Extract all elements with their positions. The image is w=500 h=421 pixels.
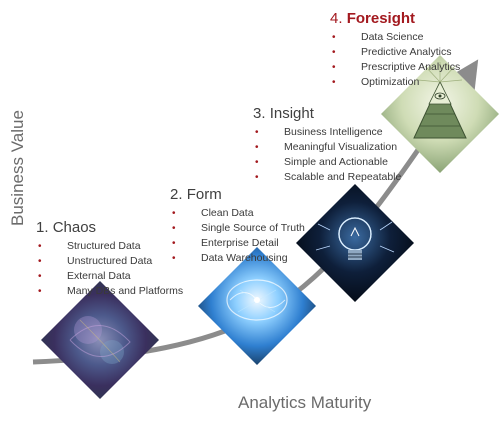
lightbulb-image [296, 184, 414, 302]
bullet-icon: • [172, 238, 176, 249]
stage-number: 1. [36, 219, 49, 236]
list-item: •Simple and Actionable [255, 156, 388, 168]
stage-items: •Structured Data •Unstructured Data •Ext… [36, 239, 183, 299]
list-item: •Many DBs and Platforms [38, 285, 184, 297]
stage-name: Chaos [52, 219, 97, 236]
stage-number: 2. [170, 186, 183, 203]
stage-title: 3. Insight [253, 105, 401, 123]
nebula-chaos-image [41, 281, 159, 399]
stage-items: •Data Science •Predictive Analytics •Pre… [330, 30, 460, 90]
neural-brain-image [198, 247, 316, 365]
bullet-icon: • [332, 77, 336, 88]
stage-name: Insight [269, 105, 314, 122]
stage-insight: 3. Insight •Business Intelligence •Meani… [253, 105, 401, 185]
list-item: •Predictive Analytics [332, 46, 452, 58]
list-item: •Single Source of Truth [172, 222, 305, 234]
list-item: •Data Science [332, 31, 424, 43]
bullet-icon: • [255, 172, 259, 183]
stage-form: 2. Form •Clean Data •Single Source of Tr… [170, 186, 305, 266]
list-item: •Structured Data [38, 240, 141, 252]
bullet-icon: • [255, 142, 259, 153]
stage-chaos: 1. Chaos •Structured Data •Unstructured … [36, 219, 183, 299]
list-item: •Meaningful Visualization [255, 141, 398, 153]
stage-items: •Clean Data •Single Source of Truth •Ent… [170, 206, 305, 266]
bullet-icon: • [38, 271, 42, 282]
list-item: •External Data [38, 270, 131, 282]
stage-title: 4. Foresight [330, 10, 460, 28]
bullet-icon: • [255, 127, 259, 138]
bullet-icon: • [38, 241, 42, 252]
list-item: •Scalable and Repeatable [255, 171, 402, 183]
list-item: •Data Warehousing [172, 252, 288, 264]
list-item: •Prescriptive Analytics [332, 61, 461, 73]
stage-foresight: 4. Foresight •Data Science •Predictive A… [330, 10, 460, 90]
bullet-icon: • [332, 47, 336, 58]
list-item: •Optimization [332, 76, 420, 88]
bullet-icon: • [172, 208, 176, 219]
list-item: •Clean Data [172, 207, 254, 219]
stage-number: 3. [253, 105, 266, 122]
list-item: •Enterprise Detail [172, 237, 279, 249]
bullet-icon: • [332, 62, 336, 73]
bullet-icon: • [172, 253, 176, 264]
stage-title: 2. Form [170, 186, 305, 204]
stage-name: Foresight [346, 10, 416, 27]
y-axis-label: Business Value [8, 110, 27, 226]
stage-number: 4. [330, 10, 343, 27]
bullet-icon: • [255, 157, 259, 168]
bullet-icon: • [332, 32, 336, 43]
list-item: •Unstructured Data [38, 255, 153, 267]
bullet-icon: • [38, 256, 42, 267]
stage-items: •Business Intelligence •Meaningful Visua… [253, 125, 401, 185]
bullet-icon: • [172, 223, 176, 234]
eye-pyramid-image [381, 55, 499, 173]
bullet-icon: • [38, 286, 42, 297]
x-axis-label: Analytics Maturity [238, 393, 372, 412]
stage-name: Form [186, 186, 222, 203]
stage-title: 1. Chaos [36, 219, 183, 237]
list-item: •Business Intelligence [255, 126, 383, 138]
